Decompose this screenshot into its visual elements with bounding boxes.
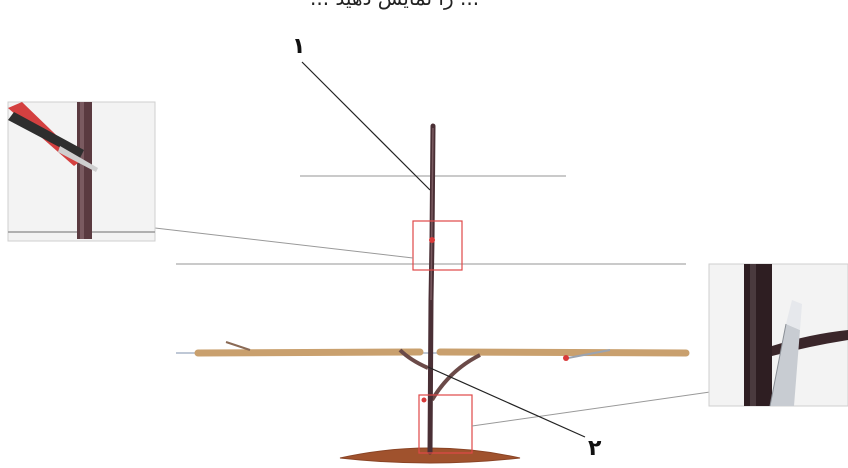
right-cordon-branch	[440, 352, 686, 353]
bud-marker-lower	[422, 398, 427, 403]
callout-line-1	[302, 62, 430, 190]
highlight-box-bottom	[419, 395, 472, 453]
inset-top-left	[8, 102, 155, 241]
left-cordon-branch	[198, 352, 420, 353]
bud-marker-top	[429, 237, 435, 243]
leader-to-top-inset	[155, 228, 413, 258]
bud-marker-right	[563, 355, 569, 361]
highlight-box-top	[413, 221, 462, 270]
callout-label-1: ۱	[292, 36, 305, 58]
callout-line-2	[428, 367, 585, 437]
callout-label-2: ۲	[588, 438, 601, 460]
cordon-branch-tip-left	[226, 342, 250, 350]
right-arm	[432, 355, 480, 400]
leader-to-right-inset	[472, 392, 710, 426]
inset-right	[709, 264, 848, 406]
